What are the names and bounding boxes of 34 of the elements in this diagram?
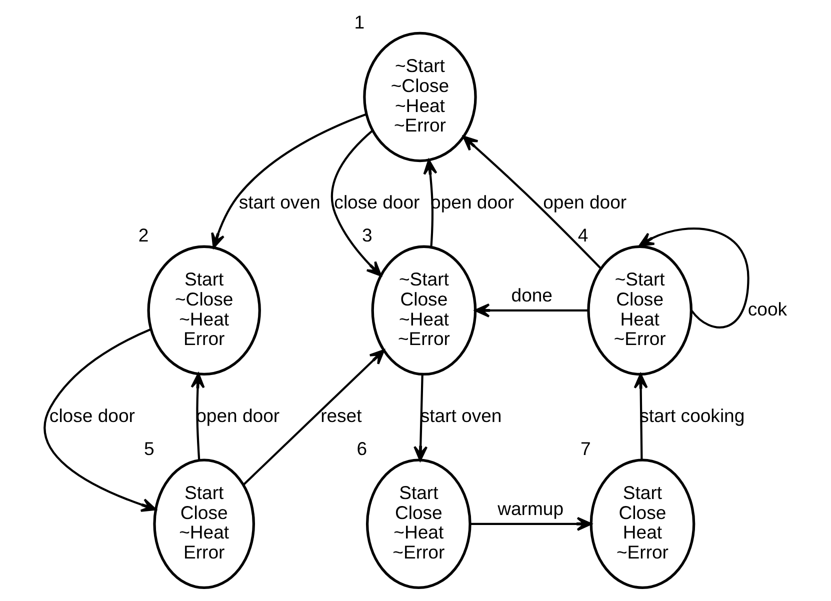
arrow <box>414 374 428 462</box>
arrow <box>190 372 205 461</box>
edge-label: warmup <box>498 498 564 519</box>
node-ellipse: ~Start Close ~Heat ~Error <box>371 245 477 376</box>
node-ellipse: Start Close Heat ~Error <box>590 458 696 590</box>
node-ellipse: Start ~Close ~Heat Error <box>147 245 261 376</box>
arrow <box>423 159 438 247</box>
node-label: 3 <box>362 224 372 246</box>
node-ellipse: Start Close ~Heat Error <box>153 458 256 590</box>
arrow <box>462 136 602 270</box>
node-label: 7 <box>580 438 591 460</box>
arrow <box>44 328 156 512</box>
edge-label: done <box>511 284 553 306</box>
edge-label: open door <box>543 192 627 213</box>
node-label: 5 <box>144 438 154 460</box>
node-ellipse: ~Start ~Close ~Heat ~Error <box>363 32 477 162</box>
edge-label: close door <box>334 192 420 213</box>
arrow <box>634 373 648 460</box>
arrow <box>211 113 368 248</box>
arrow <box>474 303 588 318</box>
edge-label: close door <box>49 405 135 426</box>
node-ellipse: Start Close ~Heat ~Error <box>366 458 472 590</box>
arrow <box>242 349 385 486</box>
node-label: 2 <box>138 224 149 246</box>
edge-label: reset <box>320 405 362 426</box>
edge-label: start oven <box>238 192 320 213</box>
edge-label: cook <box>748 298 788 320</box>
arrow <box>470 516 592 531</box>
arrow <box>330 130 382 276</box>
node-label: 6 <box>356 438 368 460</box>
node-ellipse: ~Start Close Heat ~Error <box>587 245 693 376</box>
arrow <box>638 228 750 328</box>
node-label: 4 <box>578 224 588 246</box>
node-label: 1 <box>354 11 365 32</box>
